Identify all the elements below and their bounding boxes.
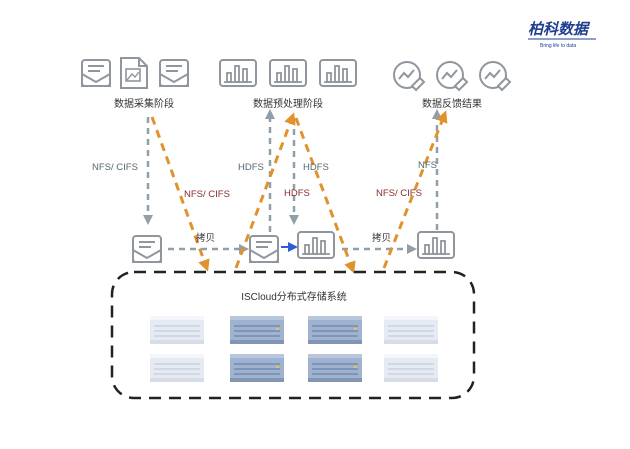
stage-label-preprocess: 数据预处理阶段 xyxy=(253,97,323,110)
stage-label-collect: 数据采集阶段 xyxy=(114,97,174,110)
mail-document-icon xyxy=(81,59,111,87)
label-nfs: NFS xyxy=(418,160,437,171)
server-icon xyxy=(383,315,439,345)
label-hdfs-orange: HDFS xyxy=(284,188,310,199)
server-icon xyxy=(149,353,205,383)
mid-mail-document-icon-2 xyxy=(249,235,279,263)
storage-system-label: ISCloud分布式存储系统 xyxy=(241,290,347,303)
label-hdfs-down: HDFS xyxy=(303,162,329,173)
document-image-icon xyxy=(120,57,148,89)
label-gray-nfs-cifs: NFS/ CIFS xyxy=(92,162,138,173)
label-hdfs-up: HDFS xyxy=(238,162,264,173)
mid-bar-chart-icon-2 xyxy=(417,231,455,259)
mail-document-icon xyxy=(159,59,189,87)
label-copy-left: 拷贝 xyxy=(196,232,215,244)
server-icon xyxy=(307,353,363,383)
feedback-stage-icons xyxy=(393,61,511,91)
preprocess-stage-icons xyxy=(219,59,357,87)
mid-bar-chart-icon xyxy=(297,231,335,259)
server-icon xyxy=(383,353,439,383)
collect-stage-icons xyxy=(81,57,189,89)
analytics-gauge-icon xyxy=(436,61,468,91)
label-copy-right: 拷贝 xyxy=(372,232,391,244)
arrow-orange-collect-to-storage xyxy=(150,116,210,272)
arrow-orange-preprocess-to-storage xyxy=(294,117,356,274)
server-icon xyxy=(229,353,285,383)
analytics-gauge-icon xyxy=(393,61,425,91)
server-icon xyxy=(149,315,205,345)
bar-chart-icon xyxy=(269,59,307,87)
label-orange-nfs-cifs-right: NFS/ CIFS xyxy=(376,188,422,199)
server-icon xyxy=(229,315,285,345)
bar-chart-icon xyxy=(219,59,257,87)
brand-logo: 柏科数据 Bring life to data xyxy=(528,20,596,49)
brand-name: 柏科数据 xyxy=(528,20,591,38)
orange-arrows xyxy=(150,110,448,274)
mid-mail-document-icon xyxy=(132,235,162,263)
arrow-orange-storage-to-preprocess xyxy=(234,112,296,269)
brand-tagline: Bring life to data xyxy=(540,43,576,49)
bar-chart-icon xyxy=(319,59,357,87)
server-icon xyxy=(307,315,363,345)
stage-label-feedback: 数据反馈结果 xyxy=(422,97,482,110)
server-rack-grid xyxy=(149,315,439,383)
label-orange-nfs-cifs-left: NFS/ CIFS xyxy=(184,189,230,200)
analytics-gauge-icon xyxy=(479,61,511,91)
storage-system-box xyxy=(110,270,476,400)
